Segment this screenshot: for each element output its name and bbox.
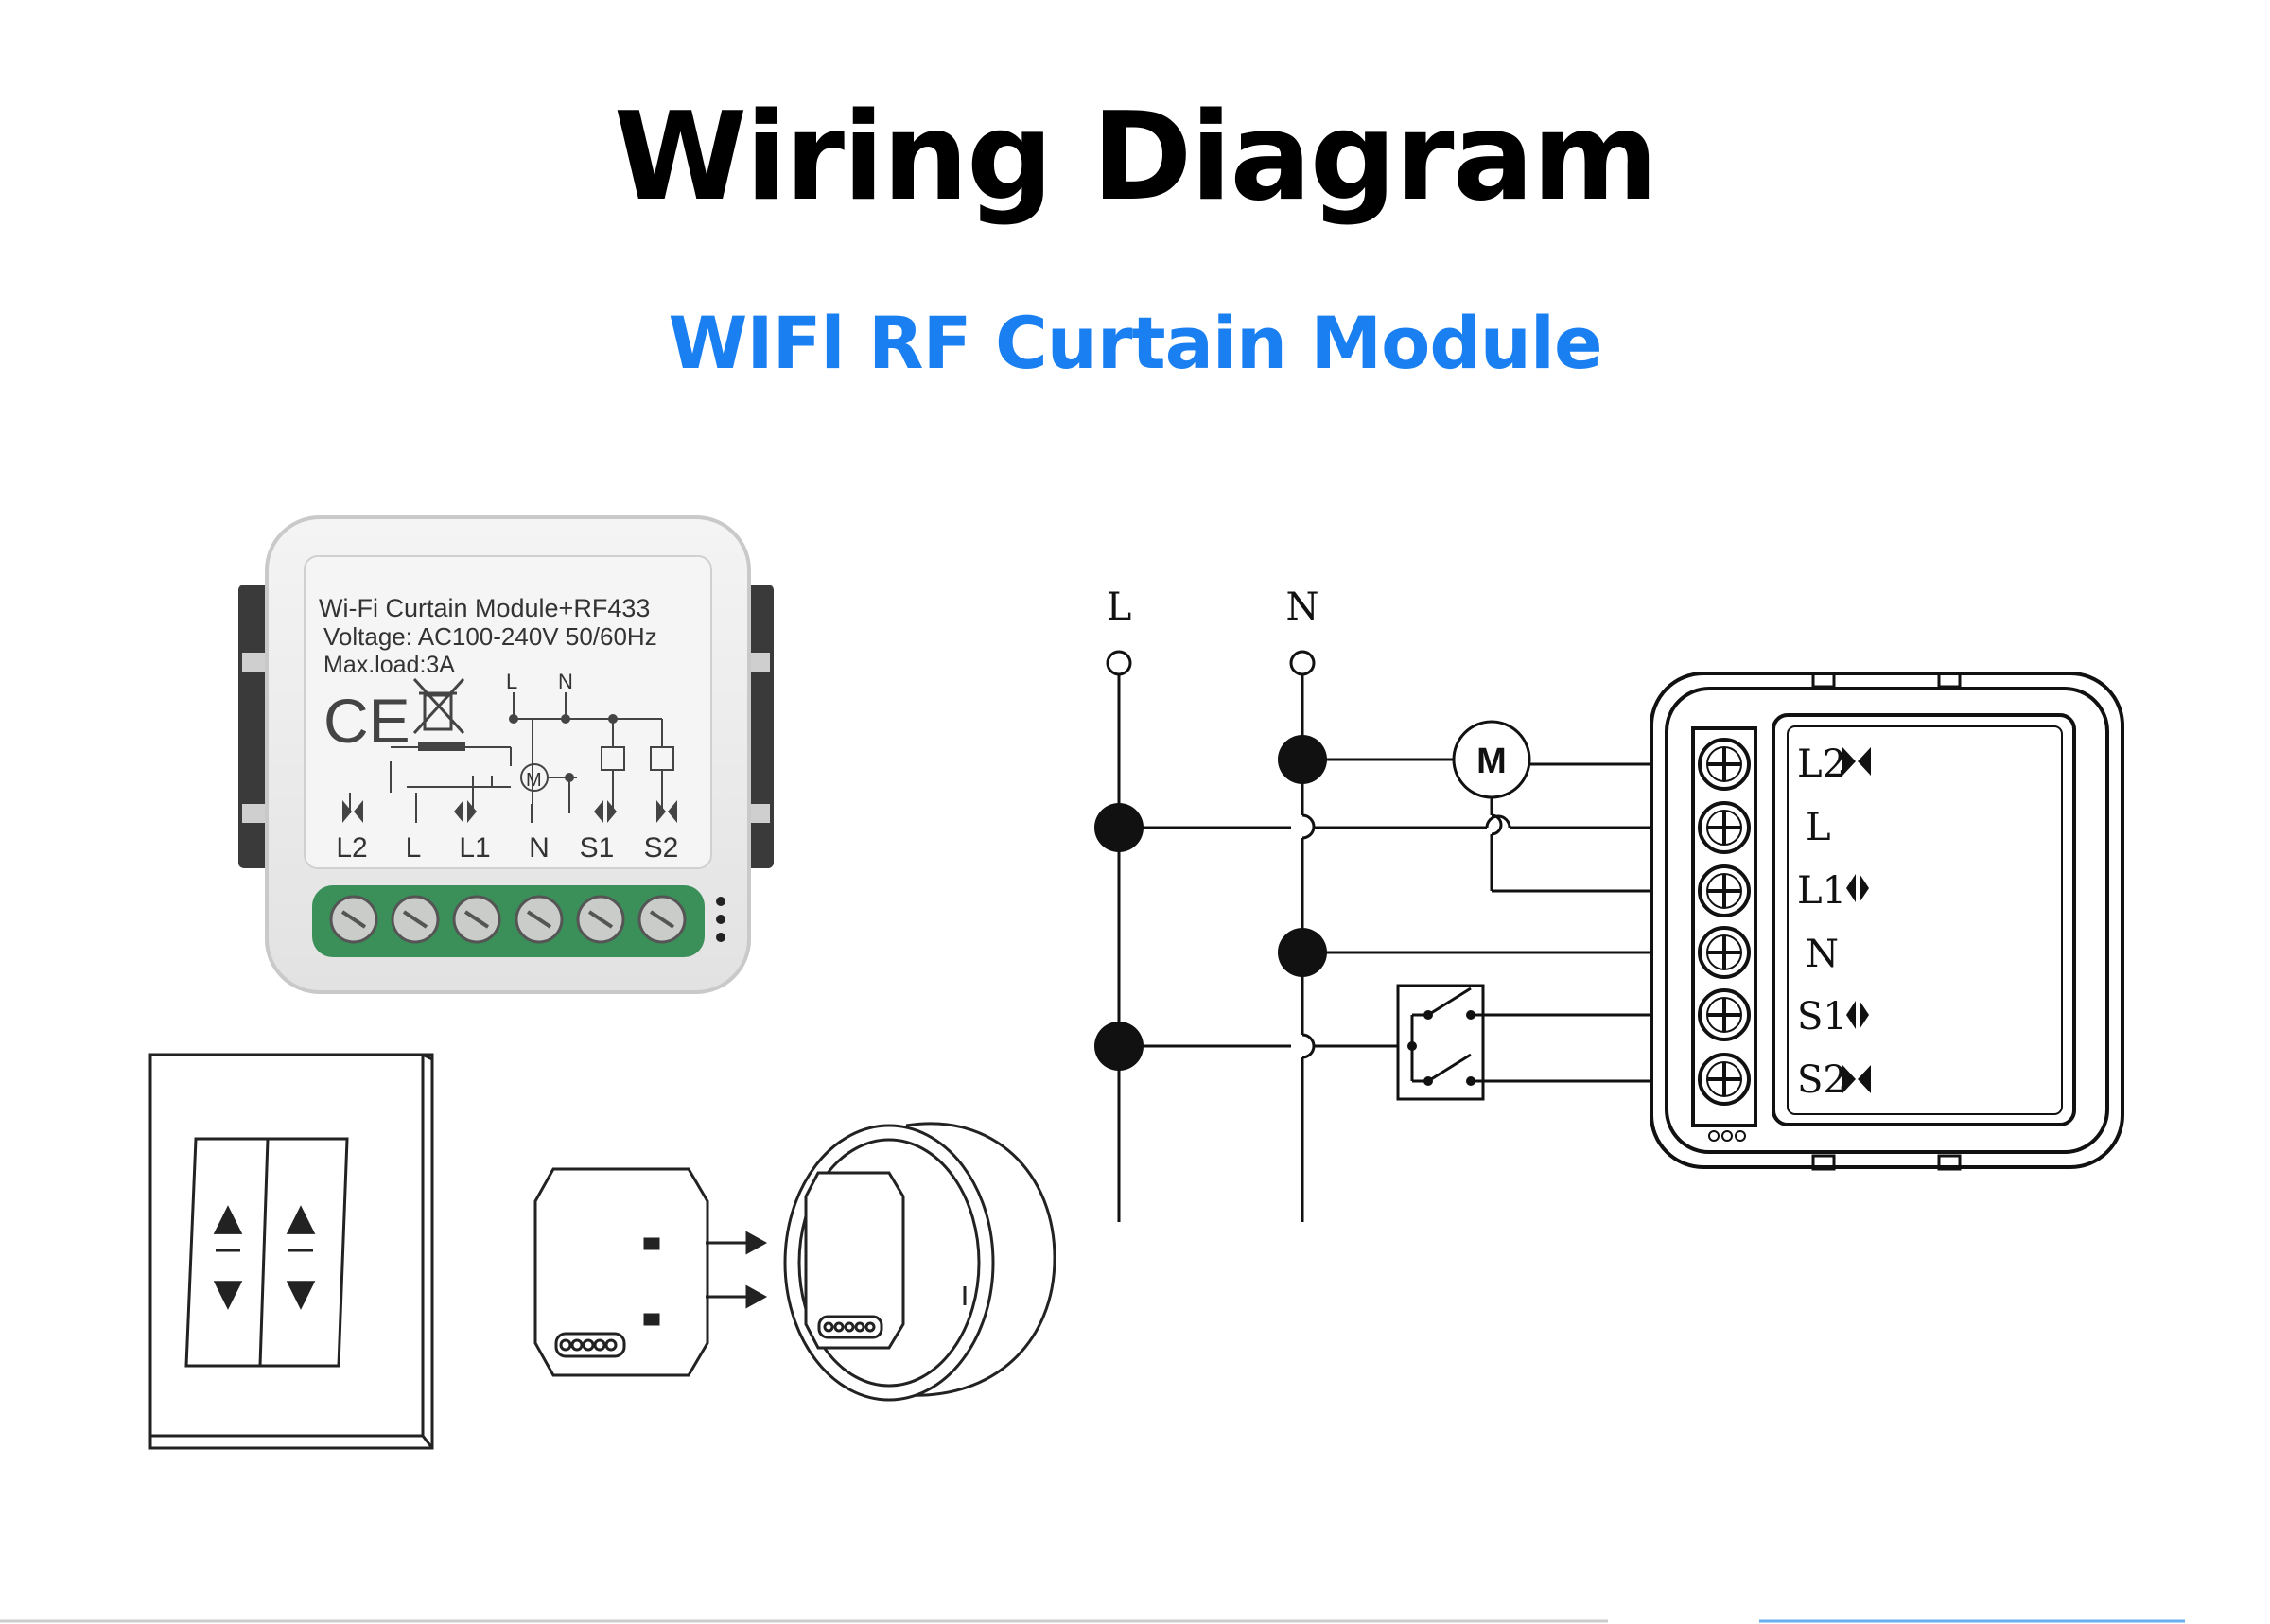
page-subtitle: WIFl RF Curtain Module bbox=[668, 301, 1603, 385]
junction-l-l bbox=[1094, 803, 1144, 852]
bus-N-label: N bbox=[1286, 585, 1319, 629]
bus-L-terminal bbox=[1106, 650, 1132, 676]
terminal-screws bbox=[329, 895, 687, 944]
module-label-panel bbox=[304, 555, 712, 869]
switch-right-down-icon: ▼ bbox=[287, 1271, 316, 1315]
module-photo: Wi-Fi Curtain Module+RF433 Voltage: AC10… bbox=[238, 515, 774, 994]
module-mini-motor: M bbox=[526, 770, 542, 791]
terminal-screw-slot bbox=[587, 910, 614, 929]
terminal-screw-slot bbox=[463, 910, 490, 929]
junction-l-switch bbox=[1094, 1022, 1144, 1071]
terminal-screw-slot bbox=[340, 910, 367, 929]
module-mini-L: L bbox=[506, 670, 517, 693]
module-terminal-label-s2: S2 bbox=[644, 832, 679, 864]
bus-L-label: L bbox=[1107, 585, 1132, 629]
wall-switch-illustration bbox=[148, 1053, 434, 1450]
bus-N-terminal bbox=[1289, 650, 1316, 676]
terminal-screw-slot bbox=[526, 910, 552, 929]
switch-rocker-divider bbox=[258, 1138, 270, 1367]
small-module bbox=[533, 1167, 709, 1377]
module-mini-N: N bbox=[558, 670, 573, 693]
schematic-terminal-label-n: N bbox=[1806, 933, 1839, 976]
module-terminal-label-l: L bbox=[406, 832, 422, 864]
page-title: Wiring Diagram bbox=[613, 87, 1658, 228]
schematic-terminal-label-s2: S2 bbox=[1797, 1058, 1847, 1102]
switch-left-up-icon: ▲ bbox=[214, 1196, 243, 1239]
module-mini-schematic bbox=[349, 692, 674, 823]
module-terminal-label-s1: S1 bbox=[580, 832, 615, 864]
schematic-terminal-label-l: L bbox=[1806, 806, 1831, 849]
schematic-terminal-label-s1: S1 bbox=[1797, 995, 1847, 1039]
schematic-module-outer bbox=[1650, 672, 2124, 1169]
module-terminal-label-n: N bbox=[529, 832, 550, 864]
schematic-module-label-area bbox=[1772, 713, 2076, 1126]
installation-illustration bbox=[533, 1122, 1056, 1402]
junction-n-motor bbox=[1278, 735, 1327, 784]
wiring-schematic: L N bbox=[1094, 585, 2124, 1222]
junction-n-n bbox=[1278, 928, 1327, 977]
switch-rocker-frame bbox=[184, 1137, 349, 1368]
switch-right-up-icon: ▲ bbox=[287, 1196, 316, 1239]
schematic-terminal-label-l2: L2 bbox=[1797, 742, 1846, 786]
schematic-terminal-screws bbox=[1698, 738, 1751, 1106]
module-label-line3: Max.load:3A bbox=[323, 652, 455, 678]
schematic-terminal-label-l1: L1 bbox=[1797, 869, 1846, 913]
module-terminal-label-l2: L2 bbox=[336, 832, 367, 864]
schematic-terminal-strip bbox=[1691, 726, 1757, 1127]
installed-module bbox=[804, 1171, 905, 1350]
ce-mark: CE bbox=[323, 686, 410, 756]
wall-box-outer bbox=[905, 1122, 1056, 1397]
switch-left-down-icon: ▼ bbox=[214, 1271, 243, 1315]
module-label-line2: Voltage: AC100-240V 50/60Hz bbox=[323, 622, 657, 651]
module-terminal-label-l1: L1 bbox=[459, 832, 490, 864]
terminal-screw-slot bbox=[649, 910, 675, 929]
schematic-motor-label: M bbox=[1476, 742, 1507, 781]
terminal-screw-slot bbox=[402, 910, 428, 929]
module-label-line1: Wi-Fi Curtain Module+RF433 bbox=[319, 594, 650, 622]
schematic-direction-symbols bbox=[1842, 747, 1871, 1093]
module-terminal-symbols bbox=[342, 800, 677, 823]
